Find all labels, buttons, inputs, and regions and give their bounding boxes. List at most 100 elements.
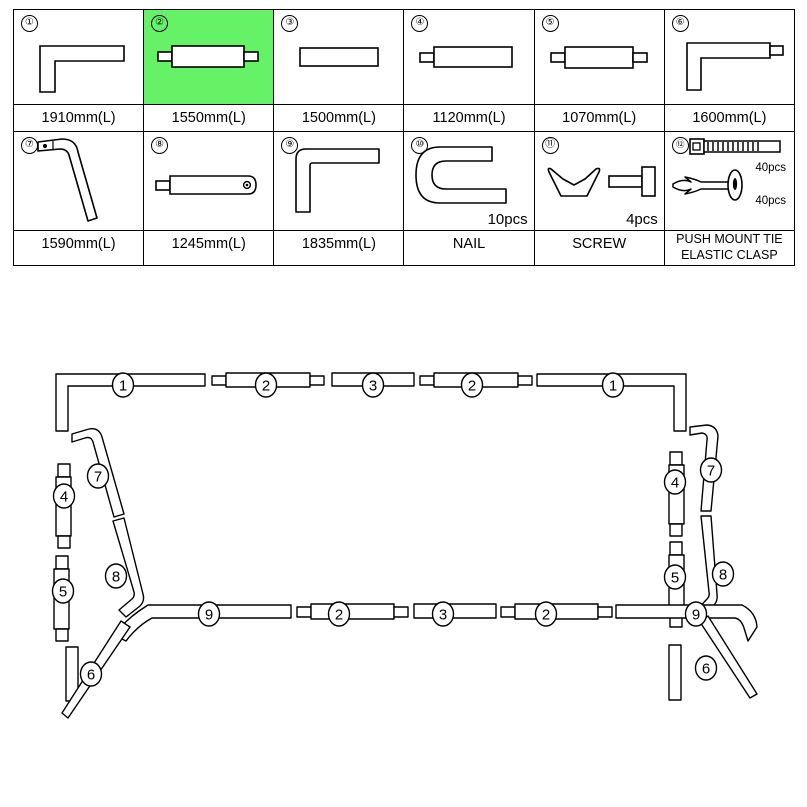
part-cell-5[interactable]: ⑤ bbox=[533, 9, 665, 105]
pin-top-2-right-a bbox=[419, 375, 435, 386]
callout-number: 3 bbox=[439, 607, 447, 624]
part-label-5: 1070mm(L) bbox=[533, 104, 665, 132]
callout-bubble bbox=[699, 457, 723, 483]
part-index-badge: ⑤ bbox=[541, 15, 559, 32]
part-1-illustration bbox=[39, 45, 125, 93]
part-7-illustration bbox=[37, 138, 98, 222]
member-bottom-3 bbox=[413, 603, 497, 619]
pin-bottom-2-left-a bbox=[296, 606, 312, 618]
part-label-12: PUSH MOUNT TIE ELASTIC CLASP bbox=[663, 230, 796, 266]
part-cell-10[interactable]: ⑩ 10pcs bbox=[403, 131, 535, 231]
part-label-3: 1500mm(L) bbox=[273, 104, 405, 132]
pin-top-2-right-b bbox=[517, 375, 533, 386]
member-left-brace-7 bbox=[71, 427, 125, 518]
callout-left-brace-8: 8 bbox=[104, 563, 128, 589]
member-right-brace-7 bbox=[689, 424, 719, 512]
callout-bottom-2-right: 2 bbox=[534, 601, 558, 627]
callout-right-brace-8: 8 bbox=[711, 561, 735, 587]
callout-right-brace-7: 7 bbox=[699, 457, 723, 483]
callout-right-leg-5: 5 bbox=[663, 564, 687, 590]
part-cell-3[interactable]: ③ bbox=[273, 9, 405, 105]
part-index-badge: ④ bbox=[411, 15, 429, 32]
part-cell-6[interactable]: ⑥ bbox=[663, 9, 796, 105]
part-index-badge: ⑫ bbox=[671, 137, 689, 154]
part-cell-7[interactable]: ⑦ bbox=[12, 131, 145, 231]
part-cell-4[interactable]: ④ bbox=[403, 9, 535, 105]
callout-number: 6 bbox=[87, 667, 95, 684]
callout-top-left-1: 1 bbox=[111, 372, 135, 398]
parts-row-2-pictures: ⑦ ⑧ ⑨ bbox=[12, 131, 796, 231]
callout-bubble bbox=[711, 561, 735, 587]
part-index-badge: ① bbox=[21, 15, 38, 32]
callout-number: 9 bbox=[692, 607, 700, 624]
callout-number: 4 bbox=[671, 475, 679, 492]
callout-bubble bbox=[111, 372, 135, 398]
pin-left-5-top bbox=[55, 555, 69, 570]
callout-number: 7 bbox=[707, 463, 715, 480]
part-12-illustration bbox=[672, 138, 781, 201]
callout-bubble bbox=[52, 483, 76, 509]
callout-bubble bbox=[51, 578, 75, 604]
pin-right-4-bottom bbox=[669, 523, 683, 537]
callout-right-foot-6: 6 bbox=[694, 655, 718, 681]
callout-bottom-3: 3 bbox=[431, 601, 455, 627]
part-label-12-line1: PUSH MOUNT TIE bbox=[676, 232, 783, 246]
callout-bubble bbox=[663, 469, 687, 495]
callout-top-right-1: 1 bbox=[601, 372, 625, 398]
part-cell-2[interactable]: ② bbox=[143, 9, 275, 105]
callout-bottom-right-9: 9 bbox=[684, 601, 708, 627]
callout-number: 4 bbox=[60, 489, 68, 506]
parts-table: ① ② ③ bbox=[12, 9, 796, 266]
callout-number: 3 bbox=[369, 378, 377, 395]
callout-number: 8 bbox=[112, 569, 120, 586]
part-10-illustration bbox=[415, 146, 508, 204]
callout-bubble bbox=[694, 655, 718, 681]
part-label-7: 1590mm(L) bbox=[12, 230, 145, 266]
callout-left-brace-7: 7 bbox=[86, 463, 110, 489]
callout-bubble bbox=[663, 564, 687, 590]
callout-number: 2 bbox=[542, 607, 550, 624]
callout-bottom-left-9: 9 bbox=[197, 601, 221, 627]
callout-top-3: 3 bbox=[361, 372, 385, 398]
part-index-badge: ⑩ bbox=[411, 137, 429, 154]
callout-bubble bbox=[460, 372, 484, 398]
callout-number: 1 bbox=[609, 378, 617, 395]
part-5-illustration bbox=[549, 46, 648, 69]
callout-number: 2 bbox=[335, 607, 343, 624]
callout-bubble bbox=[601, 372, 625, 398]
callout-bubble bbox=[254, 372, 278, 398]
part-cell-8[interactable]: ⑧ bbox=[143, 131, 275, 231]
callout-bubble bbox=[684, 601, 708, 627]
part-label-12-line2: ELASTIC CLASP bbox=[681, 248, 778, 262]
pin-left-4-bottom bbox=[57, 535, 71, 549]
part-cell-11[interactable]: ⑪ 4pcs bbox=[533, 131, 665, 231]
part-cell-1[interactable]: ① bbox=[12, 9, 145, 105]
part-cell-12[interactable]: ⑫ bbox=[663, 131, 796, 231]
callout-number: 7 bbox=[94, 469, 102, 486]
callout-bubble bbox=[197, 601, 221, 627]
part-label-2: 1550mm(L) bbox=[143, 104, 275, 132]
callout-number: 8 bbox=[719, 567, 727, 584]
part-label-6: 1600mm(L) bbox=[663, 104, 796, 132]
pin-top-2-left-b bbox=[309, 375, 325, 386]
callout-number: 2 bbox=[468, 378, 476, 395]
parts-row-1-pictures: ① ② ③ bbox=[12, 9, 796, 105]
callout-number: 1 bbox=[119, 378, 127, 395]
callout-number: 6 bbox=[702, 661, 710, 678]
part-cell-9[interactable]: ⑨ bbox=[273, 131, 405, 231]
callout-bubble bbox=[361, 372, 385, 398]
part-index-badge: ② bbox=[151, 15, 169, 32]
part-6-illustration bbox=[685, 42, 784, 91]
callout-bottom-2-left: 2 bbox=[327, 601, 351, 627]
part-4-illustration bbox=[419, 46, 514, 68]
pin-bottom-2-right-b bbox=[597, 606, 613, 618]
part-9-illustration bbox=[295, 148, 381, 213]
parts-row-1-labels: 1910mm(L) 1550mm(L) 1500mm(L) 1120mm(L) … bbox=[12, 104, 796, 132]
part-label-10: NAIL bbox=[403, 230, 535, 266]
part-label-1: 1910mm(L) bbox=[12, 104, 145, 132]
pin-left-5-bottom bbox=[55, 628, 69, 642]
pin-right-4-top bbox=[669, 451, 683, 466]
callout-number: 2 bbox=[262, 378, 270, 395]
